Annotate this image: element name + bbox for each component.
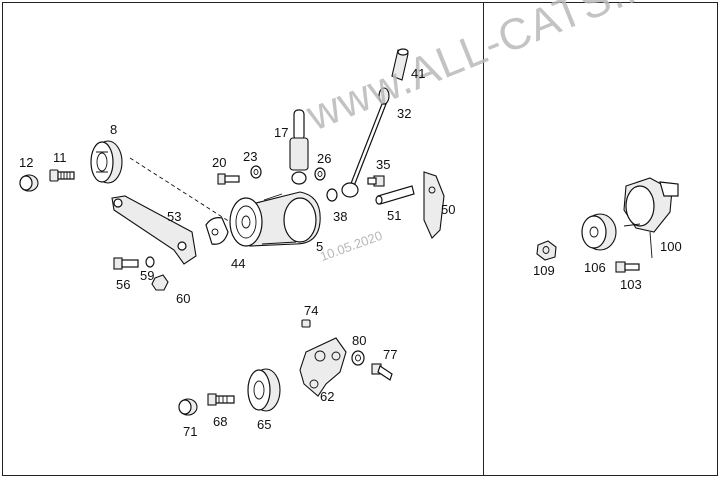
callout-68: 68 xyxy=(213,414,228,429)
callout-65: 65 xyxy=(257,417,272,432)
part-50-bracket[interactable] xyxy=(423,171,445,239)
callout-11: 11 xyxy=(53,150,67,165)
part-77-bolt[interactable] xyxy=(371,363,393,381)
callout-12: 12 xyxy=(19,155,34,170)
callout-106: 106 xyxy=(584,260,606,275)
callout-5: 5 xyxy=(316,239,324,254)
part-80-washer[interactable] xyxy=(351,350,365,366)
callout-103: 103 xyxy=(620,277,642,292)
callout-74: 74 xyxy=(304,303,319,318)
part-53-arm[interactable] xyxy=(111,157,231,265)
callout-56: 56 xyxy=(116,277,131,292)
diagram-panel-secondary xyxy=(484,2,718,476)
part-51-pin[interactable] xyxy=(375,185,415,205)
callout-32: 32 xyxy=(397,106,412,121)
part-20-bolt[interactable] xyxy=(217,173,240,185)
callout-80: 80 xyxy=(352,333,367,348)
part-103-bolt[interactable] xyxy=(615,261,640,273)
part-44-gasket[interactable] xyxy=(205,217,229,245)
callout-50: 50 xyxy=(441,202,456,217)
callout-51: 51 xyxy=(387,208,402,223)
part-23-washer[interactable] xyxy=(250,165,262,179)
part-71-cap[interactable] xyxy=(178,398,198,416)
diagram-panel-main xyxy=(2,2,484,476)
callout-59: 59 xyxy=(140,268,155,283)
part-109-nut[interactable] xyxy=(536,240,557,261)
callout-23: 23 xyxy=(243,149,258,164)
part-100-housing[interactable] xyxy=(623,177,679,259)
part-38-washer[interactable] xyxy=(326,188,338,202)
part-26-washer[interactable] xyxy=(314,167,326,181)
callout-26: 26 xyxy=(317,151,332,166)
callout-100: 100 xyxy=(660,239,682,254)
part-11-bolt[interactable] xyxy=(49,169,75,182)
part-35-bolt[interactable] xyxy=(367,175,385,187)
part-74-pin[interactable] xyxy=(301,319,311,328)
part-17-damper[interactable] xyxy=(289,109,309,185)
part-60-nut[interactable] xyxy=(151,274,169,291)
callout-44: 44 xyxy=(231,256,246,271)
callout-17: 17 xyxy=(274,125,289,140)
part-65-pulley[interactable] xyxy=(247,368,281,412)
callout-53: 53 xyxy=(167,209,182,224)
callout-62: 62 xyxy=(320,389,335,404)
callout-35: 35 xyxy=(376,157,391,172)
callout-109: 109 xyxy=(533,263,555,278)
callout-8: 8 xyxy=(110,122,118,137)
callout-41: 41 xyxy=(411,66,426,81)
part-8-pulley[interactable] xyxy=(90,140,123,184)
part-62-bracket[interactable] xyxy=(299,337,347,397)
part-41-sleeve[interactable] xyxy=(391,48,409,81)
part-12-cap[interactable] xyxy=(19,174,39,192)
callout-20: 20 xyxy=(212,155,227,170)
part-106-disc[interactable] xyxy=(581,213,617,251)
part-68-bolt[interactable] xyxy=(207,393,235,406)
callout-60: 60 xyxy=(176,291,191,306)
callout-77: 77 xyxy=(383,347,398,362)
part-56-bolt[interactable] xyxy=(113,257,139,270)
part-5-tensioner[interactable] xyxy=(229,191,321,247)
part-59-washer[interactable] xyxy=(145,256,155,268)
part-32-rod[interactable] xyxy=(341,87,390,198)
callout-71: 71 xyxy=(183,424,198,439)
callout-38: 38 xyxy=(333,209,348,224)
